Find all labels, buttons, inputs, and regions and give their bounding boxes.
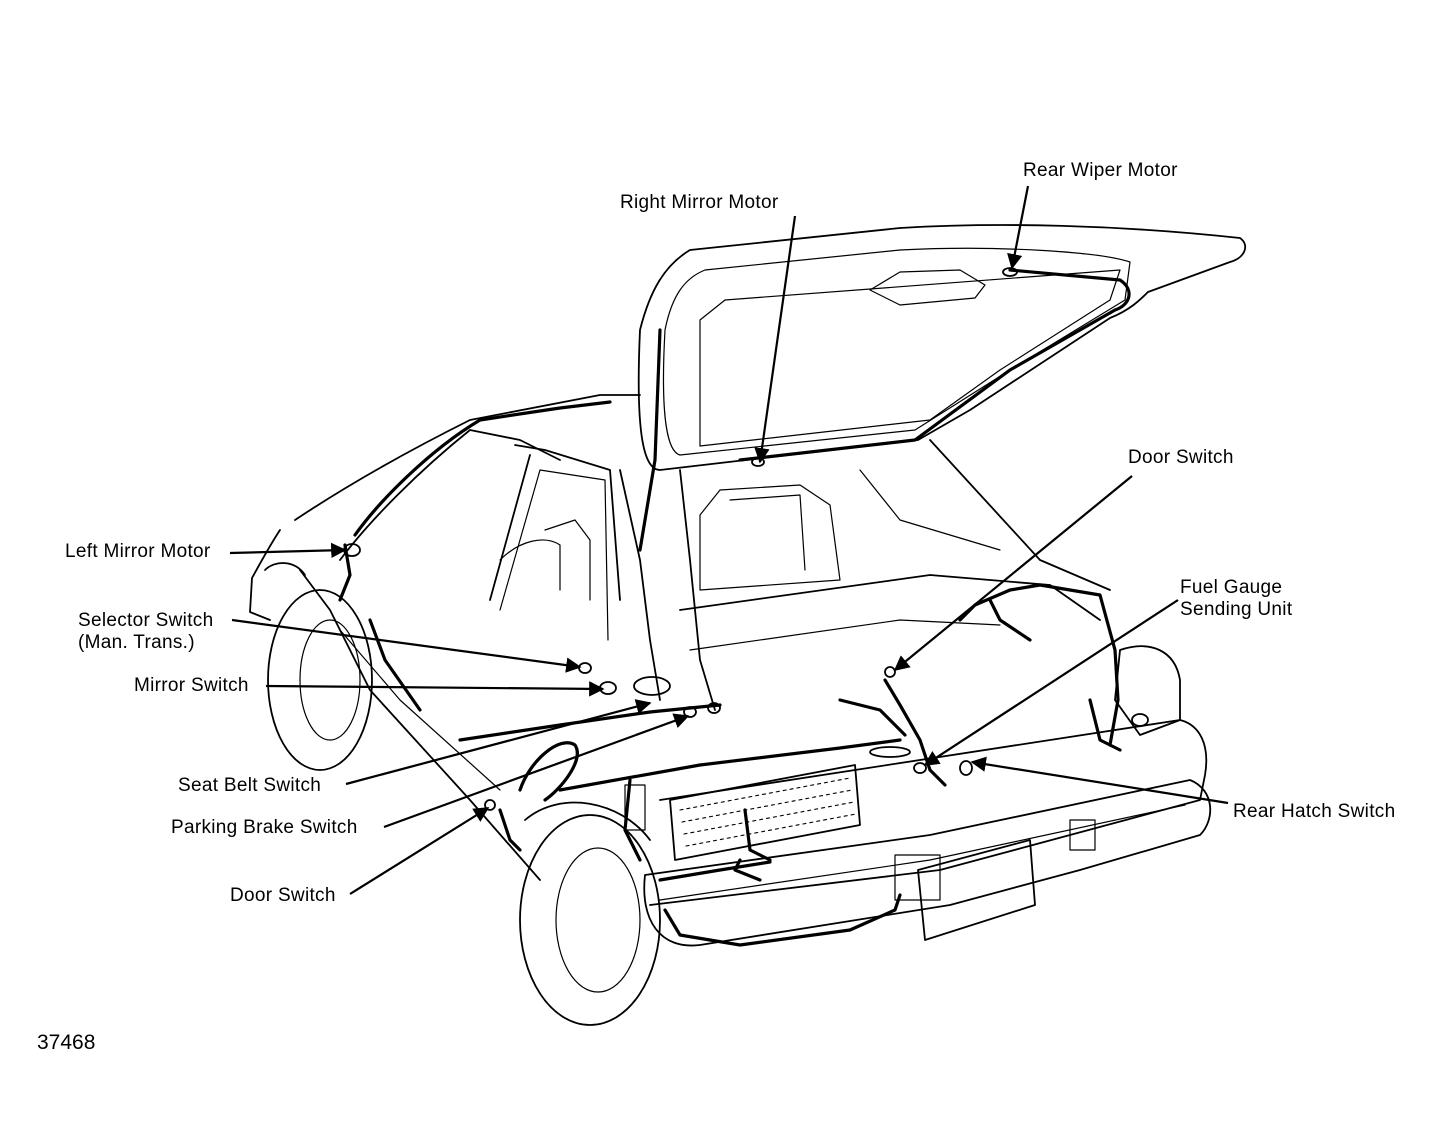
roof	[294, 394, 641, 521]
label-rear-hatch-switch: Rear Hatch Switch	[1233, 801, 1396, 822]
leader-seat-belt-switch	[345, 699, 652, 786]
cargo-harness	[883, 678, 947, 787]
label-door-switch-right: Door Switch	[1128, 447, 1234, 468]
leader-mirror-switch	[265, 681, 605, 697]
leader-left-mirror-motor	[229, 542, 347, 559]
roof-harness	[353, 400, 612, 537]
label-parking-brake-switch: Parking Brake Switch	[171, 817, 358, 838]
bumper-harness	[658, 860, 772, 882]
car-illustration	[249, 224, 1247, 1026]
license-plate	[917, 839, 1036, 941]
rear-wheel	[519, 814, 661, 1026]
front-wheel	[267, 589, 373, 771]
floor-harness	[458, 703, 722, 742]
leader-rear-hatch-switch	[970, 756, 1229, 805]
label-selector-switch: Selector Switch (Man. Trans.)	[78, 610, 213, 654]
windshield-pillar	[339, 429, 561, 561]
leader-parking-brake-switch	[383, 713, 690, 829]
label-rear-wiper-motor: Rear Wiper Motor	[1023, 160, 1178, 181]
label-door-switch-left: Door Switch	[230, 885, 336, 906]
label-fuel-gauge-line2: Sending Unit	[1180, 599, 1293, 620]
leader-selector-switch	[231, 618, 582, 673]
label-mirror-switch: Mirror Switch	[134, 675, 249, 696]
left-tail-light	[669, 764, 861, 861]
label-selector-switch-line2: (Man. Trans.)	[78, 632, 195, 653]
hatch-strut	[619, 469, 661, 701]
leader-lines	[229, 185, 1229, 895]
label-left-mirror-motor: Left Mirror Motor	[65, 541, 211, 562]
leader-door-switch-right	[893, 475, 1133, 671]
leader-fuel-gauge	[923, 599, 1179, 766]
label-seat-belt-switch: Seat Belt Switch	[178, 775, 322, 796]
label-fuel-gauge-line1: Fuel Gauge	[1180, 577, 1283, 598]
leader-door-switch-left	[349, 807, 490, 895]
hatch-harness	[738, 268, 1131, 462]
label-selector-switch-line1: Selector Switch	[78, 610, 214, 631]
label-right-mirror-motor: Right Mirror Motor	[620, 192, 779, 213]
leader-rear-wiper-motor	[1007, 185, 1030, 270]
rear-bumper	[643, 779, 1212, 947]
figure-number: 37468	[37, 1031, 96, 1054]
rear-hatch	[637, 224, 1247, 471]
label-fuel-gauge-sending-unit: Fuel Gauge Sending Unit	[1180, 577, 1292, 621]
leader-right-mirror-motor	[754, 215, 797, 464]
right-tail-light	[1114, 645, 1181, 736]
